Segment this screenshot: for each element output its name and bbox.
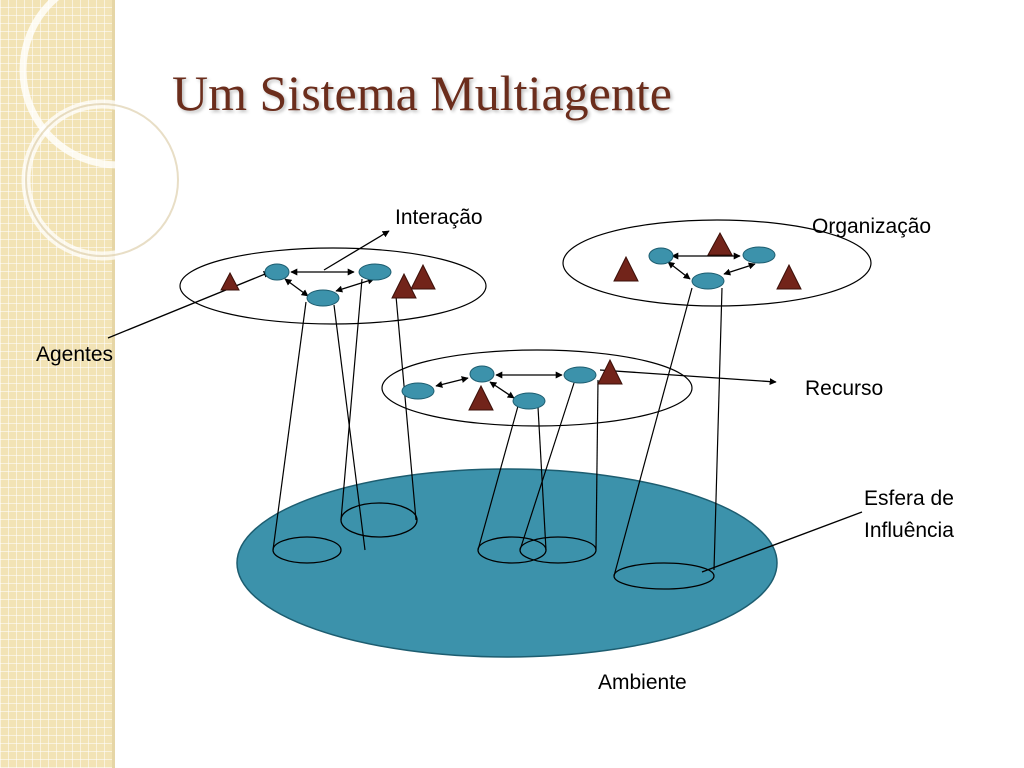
- agent: [358, 263, 392, 281]
- label-interacao: Interação: [395, 206, 483, 229]
- agent: [691, 272, 725, 290]
- resource: [597, 358, 623, 385]
- agent: [306, 289, 340, 307]
- sidebar-divider: [112, 0, 115, 768]
- organization-ellipse: [179, 247, 487, 325]
- label-esfera-line1: Esfera de: [864, 487, 954, 510]
- resources: [220, 231, 802, 411]
- label-organizacao: Organização: [812, 215, 932, 238]
- resource: [468, 384, 494, 411]
- agent: [469, 365, 495, 383]
- resource: [410, 263, 436, 290]
- agent: [264, 263, 290, 281]
- agent: [512, 392, 546, 410]
- resource: [613, 255, 639, 282]
- agent: [648, 247, 674, 265]
- agent: [742, 246, 776, 264]
- organizations: [179, 219, 872, 427]
- agents: [264, 246, 776, 410]
- interaction-arrows: [107, 230, 863, 573]
- agent: [563, 366, 597, 384]
- resource: [776, 263, 802, 290]
- label-esfera-line2: Influência: [864, 519, 954, 542]
- agent: [401, 382, 435, 400]
- label-recurso: Recurso: [805, 377, 884, 400]
- label-ambiente: Ambiente: [598, 671, 687, 694]
- sidebar-pattern: [0, 0, 114, 768]
- decorative-circles: [19, 0, 217, 261]
- resource: [220, 271, 240, 291]
- page-title: Um Sistema Multiagente: [172, 65, 672, 121]
- organization-ellipse: [562, 219, 872, 307]
- resource: [707, 231, 733, 256]
- resource: [391, 272, 417, 299]
- organization-ellipse: [381, 349, 693, 427]
- label-agentes: Agentes: [36, 343, 114, 366]
